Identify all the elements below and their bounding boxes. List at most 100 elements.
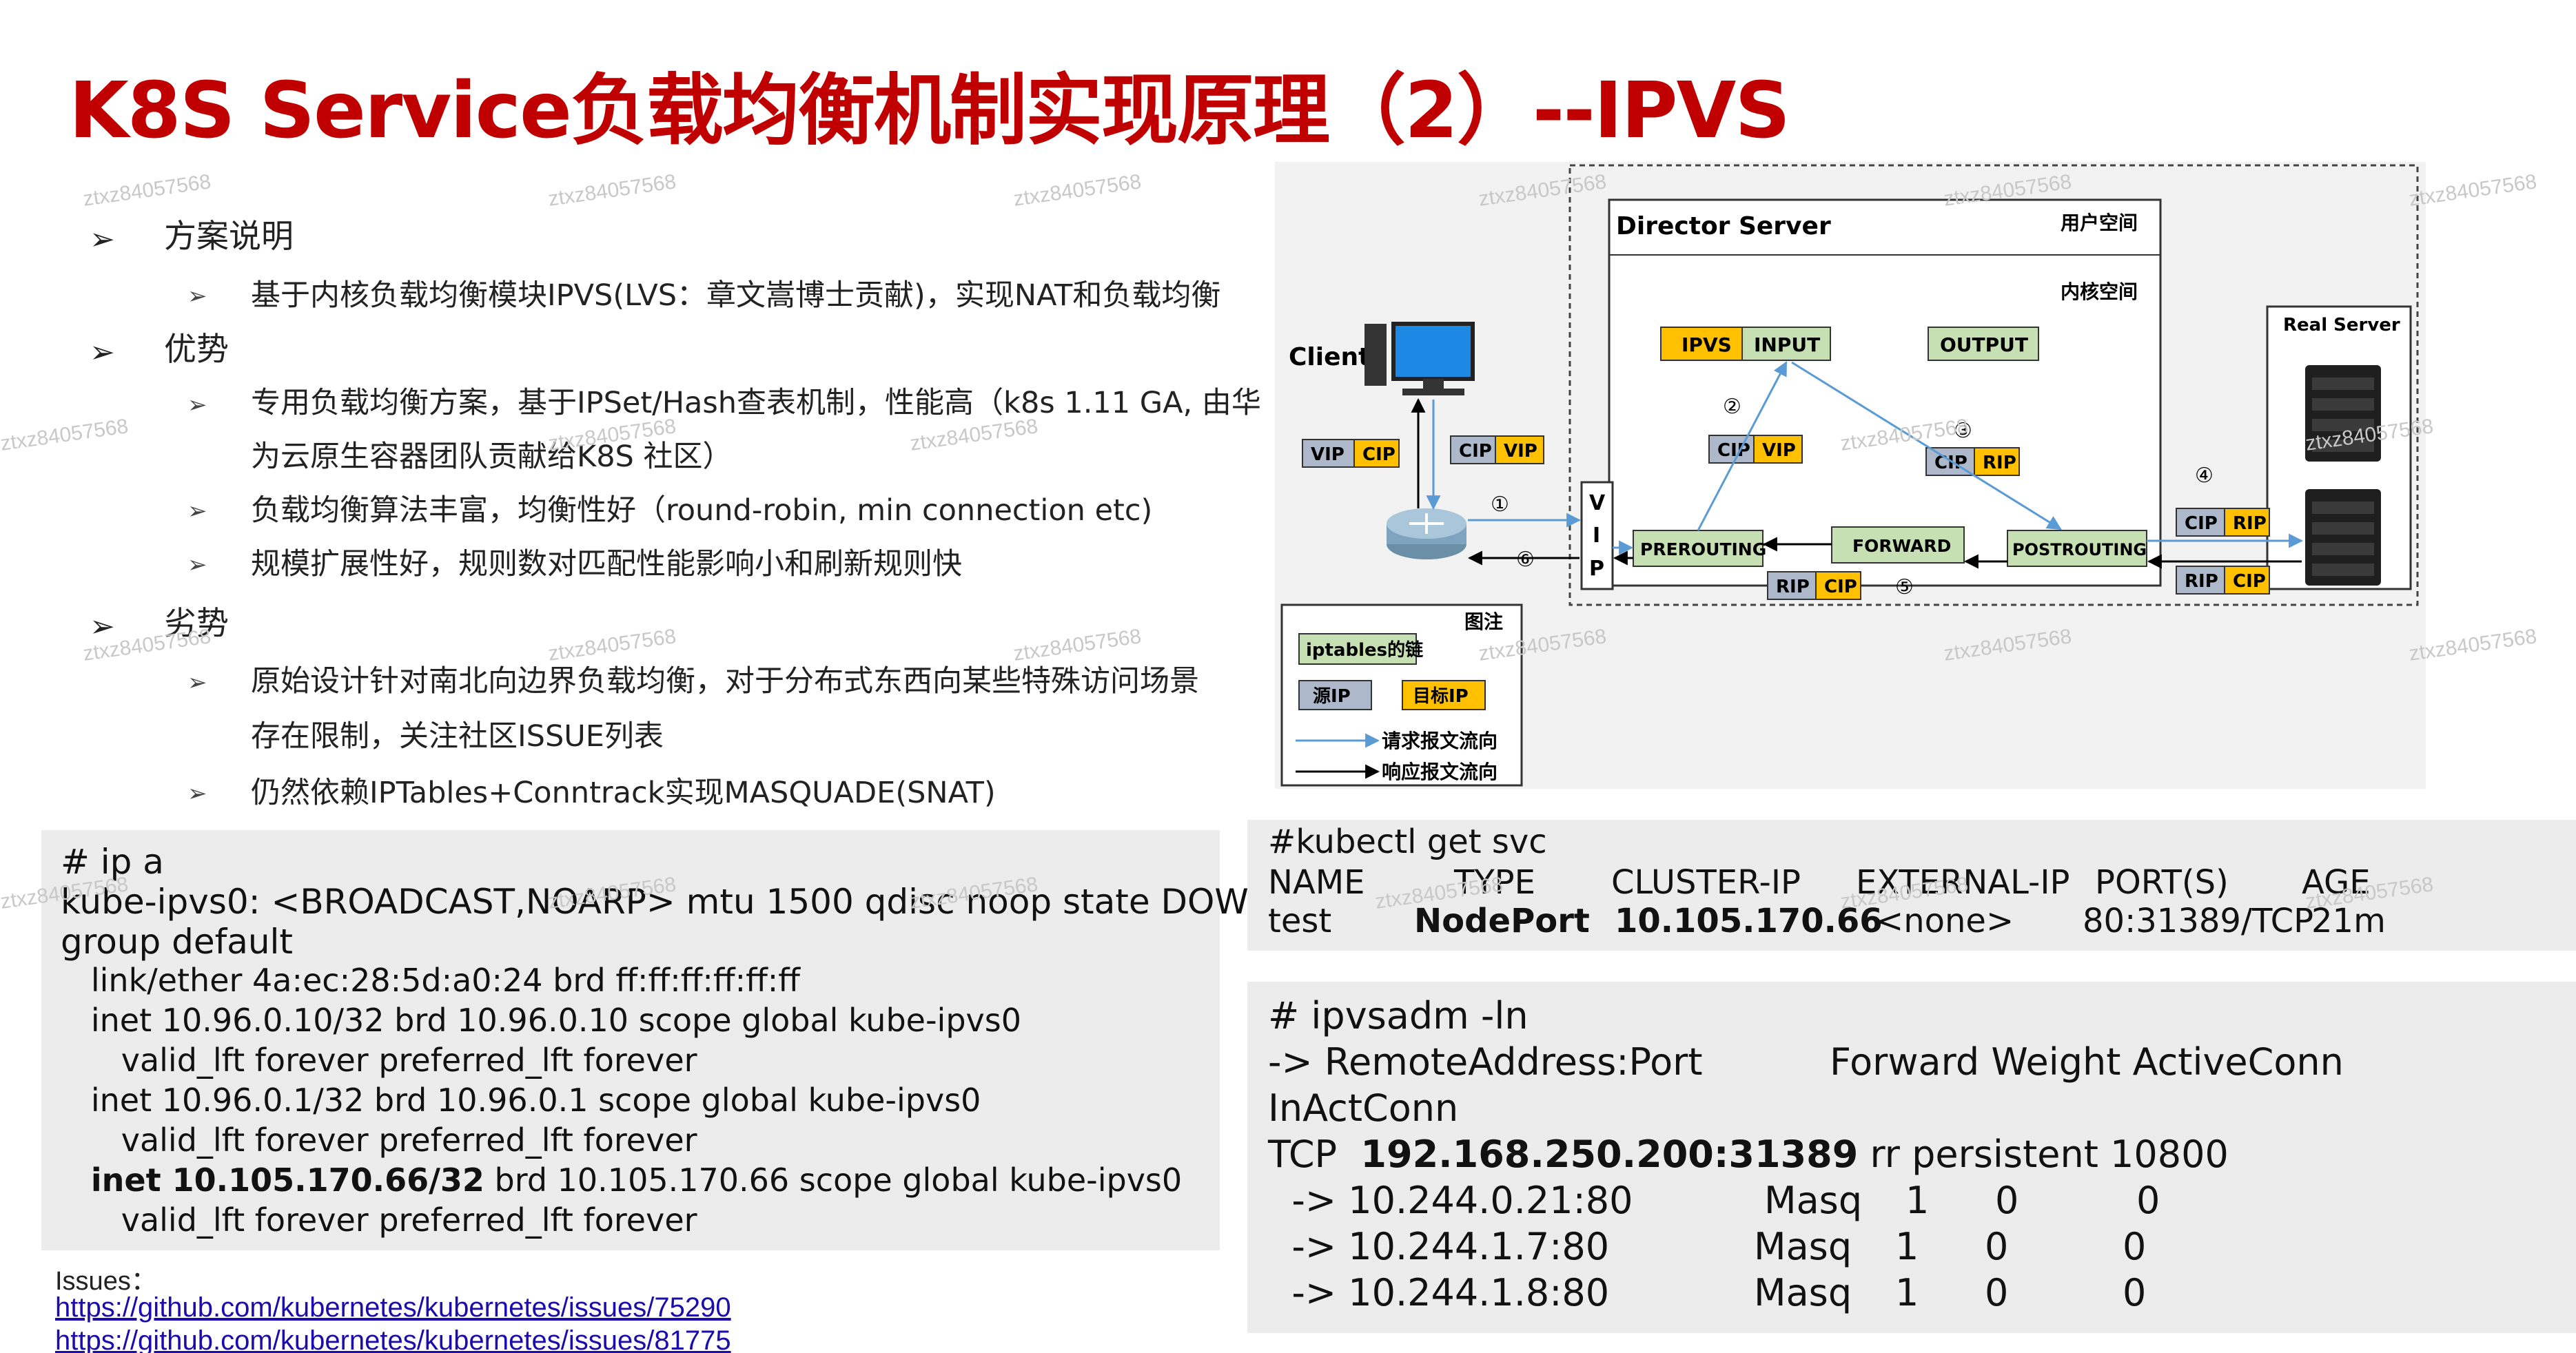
code-line: valid_lft forever preferred_lft forever (61, 1042, 697, 1079)
kernel-space-label: 内核空间 (2061, 280, 2138, 303)
highlighted-ip: inet 10.105.170.66/32 (90, 1161, 484, 1199)
real-server-fwd: Masq (1754, 1271, 1852, 1314)
code-line: valid_lft forever preferred_lft forever (61, 1201, 697, 1239)
bullet-text: 仍然依赖IPTables+Conntrack实现MASQUADE(SNAT) (251, 776, 996, 810)
step-number: ⑤ (1895, 575, 1914, 599)
vip-letter: P (1589, 557, 1604, 581)
computer-icon (1364, 322, 1475, 395)
bullet-marker: ➢ (187, 669, 207, 696)
code-line: inet 10.96.0.10/32 brd 10.96.0.10 scope … (61, 1002, 1021, 1039)
ipvsadm-command: # ipvsadm -ln (1268, 994, 1529, 1037)
step-number: ② (1723, 395, 1741, 419)
dst-ip-label: CIP (1362, 444, 1396, 465)
forward-chain (1831, 526, 1965, 564)
code-line: kube-ipvs0: <BROADCAST,NOARP> mtu 1500 q… (61, 882, 1275, 922)
col-header: TYPE (1454, 863, 1535, 902)
dst-ip-label: RIP (1983, 453, 2016, 473)
ipvs-flow-diagram: Director Server 用户空间 内核空间 Real Server Cl… (1275, 162, 2426, 789)
input-chain (1741, 327, 1831, 361)
real-server-weight: 1 (1905, 1179, 1930, 1222)
cell: 80:31389/TCP (2083, 902, 2314, 940)
bullet-marker: ➢ (187, 780, 207, 807)
ipvsadm-header: InActConn (1268, 1086, 1459, 1130)
step-number: ⑥ (1516, 548, 1535, 572)
real-server-weight: 1 (1895, 1271, 1919, 1314)
dst-ip-label: CIP (2233, 571, 2266, 592)
legend-src-label: 源IP (1313, 686, 1351, 707)
legend-chain-swatch (1298, 633, 1417, 665)
bullet-marker: ➢ (90, 609, 115, 644)
bullet-text: 原始设计针对南北向边界负载均衡，对于分布式东西向某些特殊访问场景 (251, 664, 1199, 699)
input-label: INPUT (1754, 333, 1820, 356)
step-number: ④ (2195, 464, 2214, 488)
src-ip-label: VIP (1311, 444, 1345, 465)
section-heading-disadvantage: 劣势 (164, 605, 229, 643)
code-line: valid_lft forever preferred_lft forever (61, 1122, 697, 1159)
director-server-box (1608, 198, 2162, 587)
legend-src-swatch (1298, 680, 1372, 710)
legend-chain-label: iptables的链 (1306, 639, 1423, 661)
page-title: K8S Service负载均衡机制实现原理（2）--IPVS (69, 66, 1790, 156)
postrouting-chain (2007, 530, 2147, 567)
src-ip-label: CIP (2185, 513, 2218, 534)
code-text: brd 10.105.170.66 scope global kube-ipvs… (484, 1161, 1183, 1199)
vip-letter: I (1593, 524, 1600, 548)
code-line-highlight: inet 10.105.170.66/32 brd 10.105.170.66 … (61, 1164, 1182, 1196)
bullet-marker: ➢ (187, 551, 207, 579)
real-server-fwd: Masq (1754, 1225, 1852, 1268)
user-space-label: 用户空间 (2061, 211, 2138, 234)
col-header: EXTERNAL-IP (1856, 863, 2070, 902)
col-header: CLUSTER-IP (1611, 863, 1801, 902)
vip-letter: V (1589, 491, 1606, 515)
code-text: rr persistent 10800 (1858, 1133, 2229, 1176)
kubectl-output-box (1247, 820, 2576, 951)
code-line: # ip a (61, 842, 164, 882)
router-icon (1387, 508, 1466, 559)
legend-resp-label: 响应报文流向 (1382, 761, 1497, 783)
src-ip-label: RIP (2185, 571, 2218, 592)
real-server-addr: -> 10.244.0.21:80 (1268, 1179, 1633, 1222)
dst-ip-label: RIP (2233, 513, 2267, 534)
bullet-text: 存在限制，关注社区ISSUE列表 (251, 719, 664, 754)
forward-label: FORWARD (1852, 536, 1951, 556)
cell: test (1268, 902, 1332, 940)
request-arrow (1791, 361, 2062, 530)
issues-label: Issues： (55, 1267, 157, 1296)
bullet-marker: ➢ (90, 335, 115, 370)
code-line: group default (61, 922, 294, 962)
ipvsadm-tcp-line: TCP 192.168.250.200:31389 rr persistent … (1268, 1136, 2229, 1173)
server-rack-icon (2305, 489, 2381, 586)
vip-interface (1580, 481, 1614, 590)
real-server-addr: -> 10.244.1.7:80 (1268, 1225, 1610, 1268)
ip-a-output-box (41, 830, 1220, 1250)
packet-tag: RIP CIP (2176, 566, 2270, 595)
bullet-marker: ➢ (187, 497, 207, 525)
legend-title: 图注 (1464, 610, 1503, 633)
code-text: TCP (1268, 1133, 1361, 1176)
step-number: ③ (1954, 419, 1972, 443)
packet-tag: VIP CIP (1302, 439, 1400, 468)
cell: <none> (1876, 902, 2014, 940)
bullet-text: 规模扩展性好，规则数对匹配性能影响小和刷新规则快 (251, 547, 962, 581)
code-line: inet 10.96.0.1/32 brd 10.96.0.1 scope gl… (61, 1082, 981, 1119)
section-heading-advantage: 优势 (164, 331, 229, 369)
packet-tag: CIP VIP (1450, 435, 1544, 464)
cell-type: NodePort (1414, 902, 1590, 940)
ipvsadm-header: -> RemoteAddress:Port (1268, 1040, 1703, 1084)
real-server-inactive: 0 (2136, 1179, 2160, 1222)
col-header: AGE (2302, 863, 2371, 902)
ipvsadm-output-box (1247, 982, 2576, 1333)
issue-link-81775[interactable]: https://github.com/kubernetes/kubernetes… (55, 1325, 731, 1353)
real-server-active: 0 (1985, 1225, 2009, 1268)
client-label: Client (1289, 343, 1370, 371)
col-header: PORT(S) (2095, 863, 2229, 902)
src-ip-label: CIP (1459, 441, 1492, 462)
ipvsadm-header: Forward Weight ActiveConn (1830, 1040, 2344, 1084)
src-ip-label: CIP (1934, 453, 1967, 473)
issue-link-75290[interactable]: https://github.com/kubernetes/kubernetes… (55, 1292, 731, 1323)
postrouting-label: POSTROUTING (2012, 540, 2147, 559)
real-server-active: 0 (1985, 1271, 2009, 1314)
legend-dst-label: 目标IP (1413, 686, 1469, 707)
prerouting-label: PREROUTING (1640, 539, 1766, 559)
cell: 21m (2311, 902, 2386, 940)
